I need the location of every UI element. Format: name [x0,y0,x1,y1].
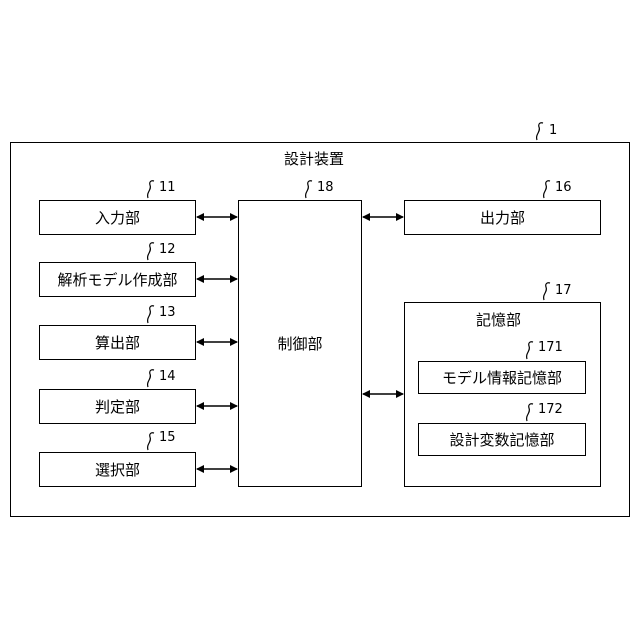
leader-11 [148,181,154,198]
leader-17 [544,283,550,300]
leader-172 [527,404,533,421]
leader-18 [306,181,312,198]
leader-14 [148,370,154,387]
leader-1 [537,123,543,140]
leader-15 [148,433,154,450]
leader-13 [148,306,154,323]
leader-16 [544,181,550,198]
leader-171 [527,342,533,359]
leader-12 [148,243,154,260]
